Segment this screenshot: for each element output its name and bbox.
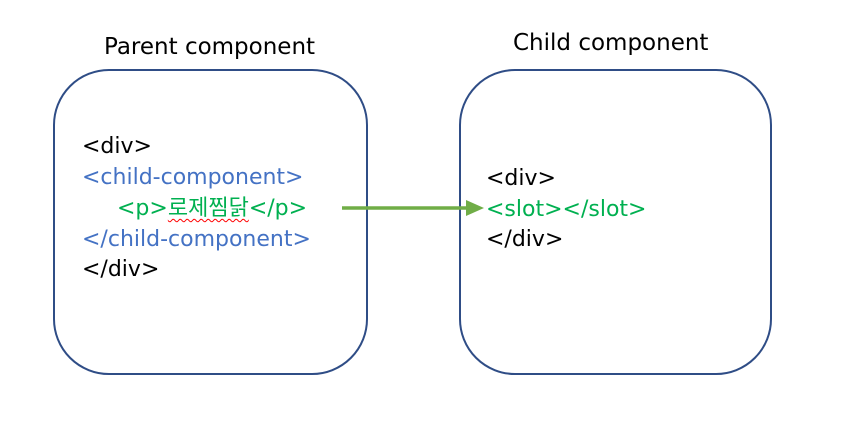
arrow-head bbox=[466, 200, 484, 216]
child-close-div: </div> bbox=[486, 227, 564, 252]
parent-open-child-tag: <child-component> bbox=[82, 165, 304, 190]
child-component-box bbox=[459, 69, 772, 375]
parent-slot-content-line: <p>로제찜닭</p> bbox=[117, 198, 307, 220]
child-component-title: Child component bbox=[513, 30, 709, 56]
slot-content-text: 로제찜닭 bbox=[167, 196, 249, 221]
child-slot-tag: <slot></slot> bbox=[486, 197, 647, 222]
parent-close-div: </div> bbox=[82, 257, 160, 282]
parent-close-child-tag: </child-component> bbox=[82, 227, 311, 252]
parent-component-box bbox=[53, 69, 368, 375]
p-open-tag: <p> bbox=[117, 196, 168, 221]
parent-component-title: Parent component bbox=[104, 34, 316, 60]
parent-open-div: <div> bbox=[82, 134, 152, 159]
child-open-div: <div> bbox=[486, 166, 556, 191]
p-close-tag: </p> bbox=[248, 196, 308, 221]
